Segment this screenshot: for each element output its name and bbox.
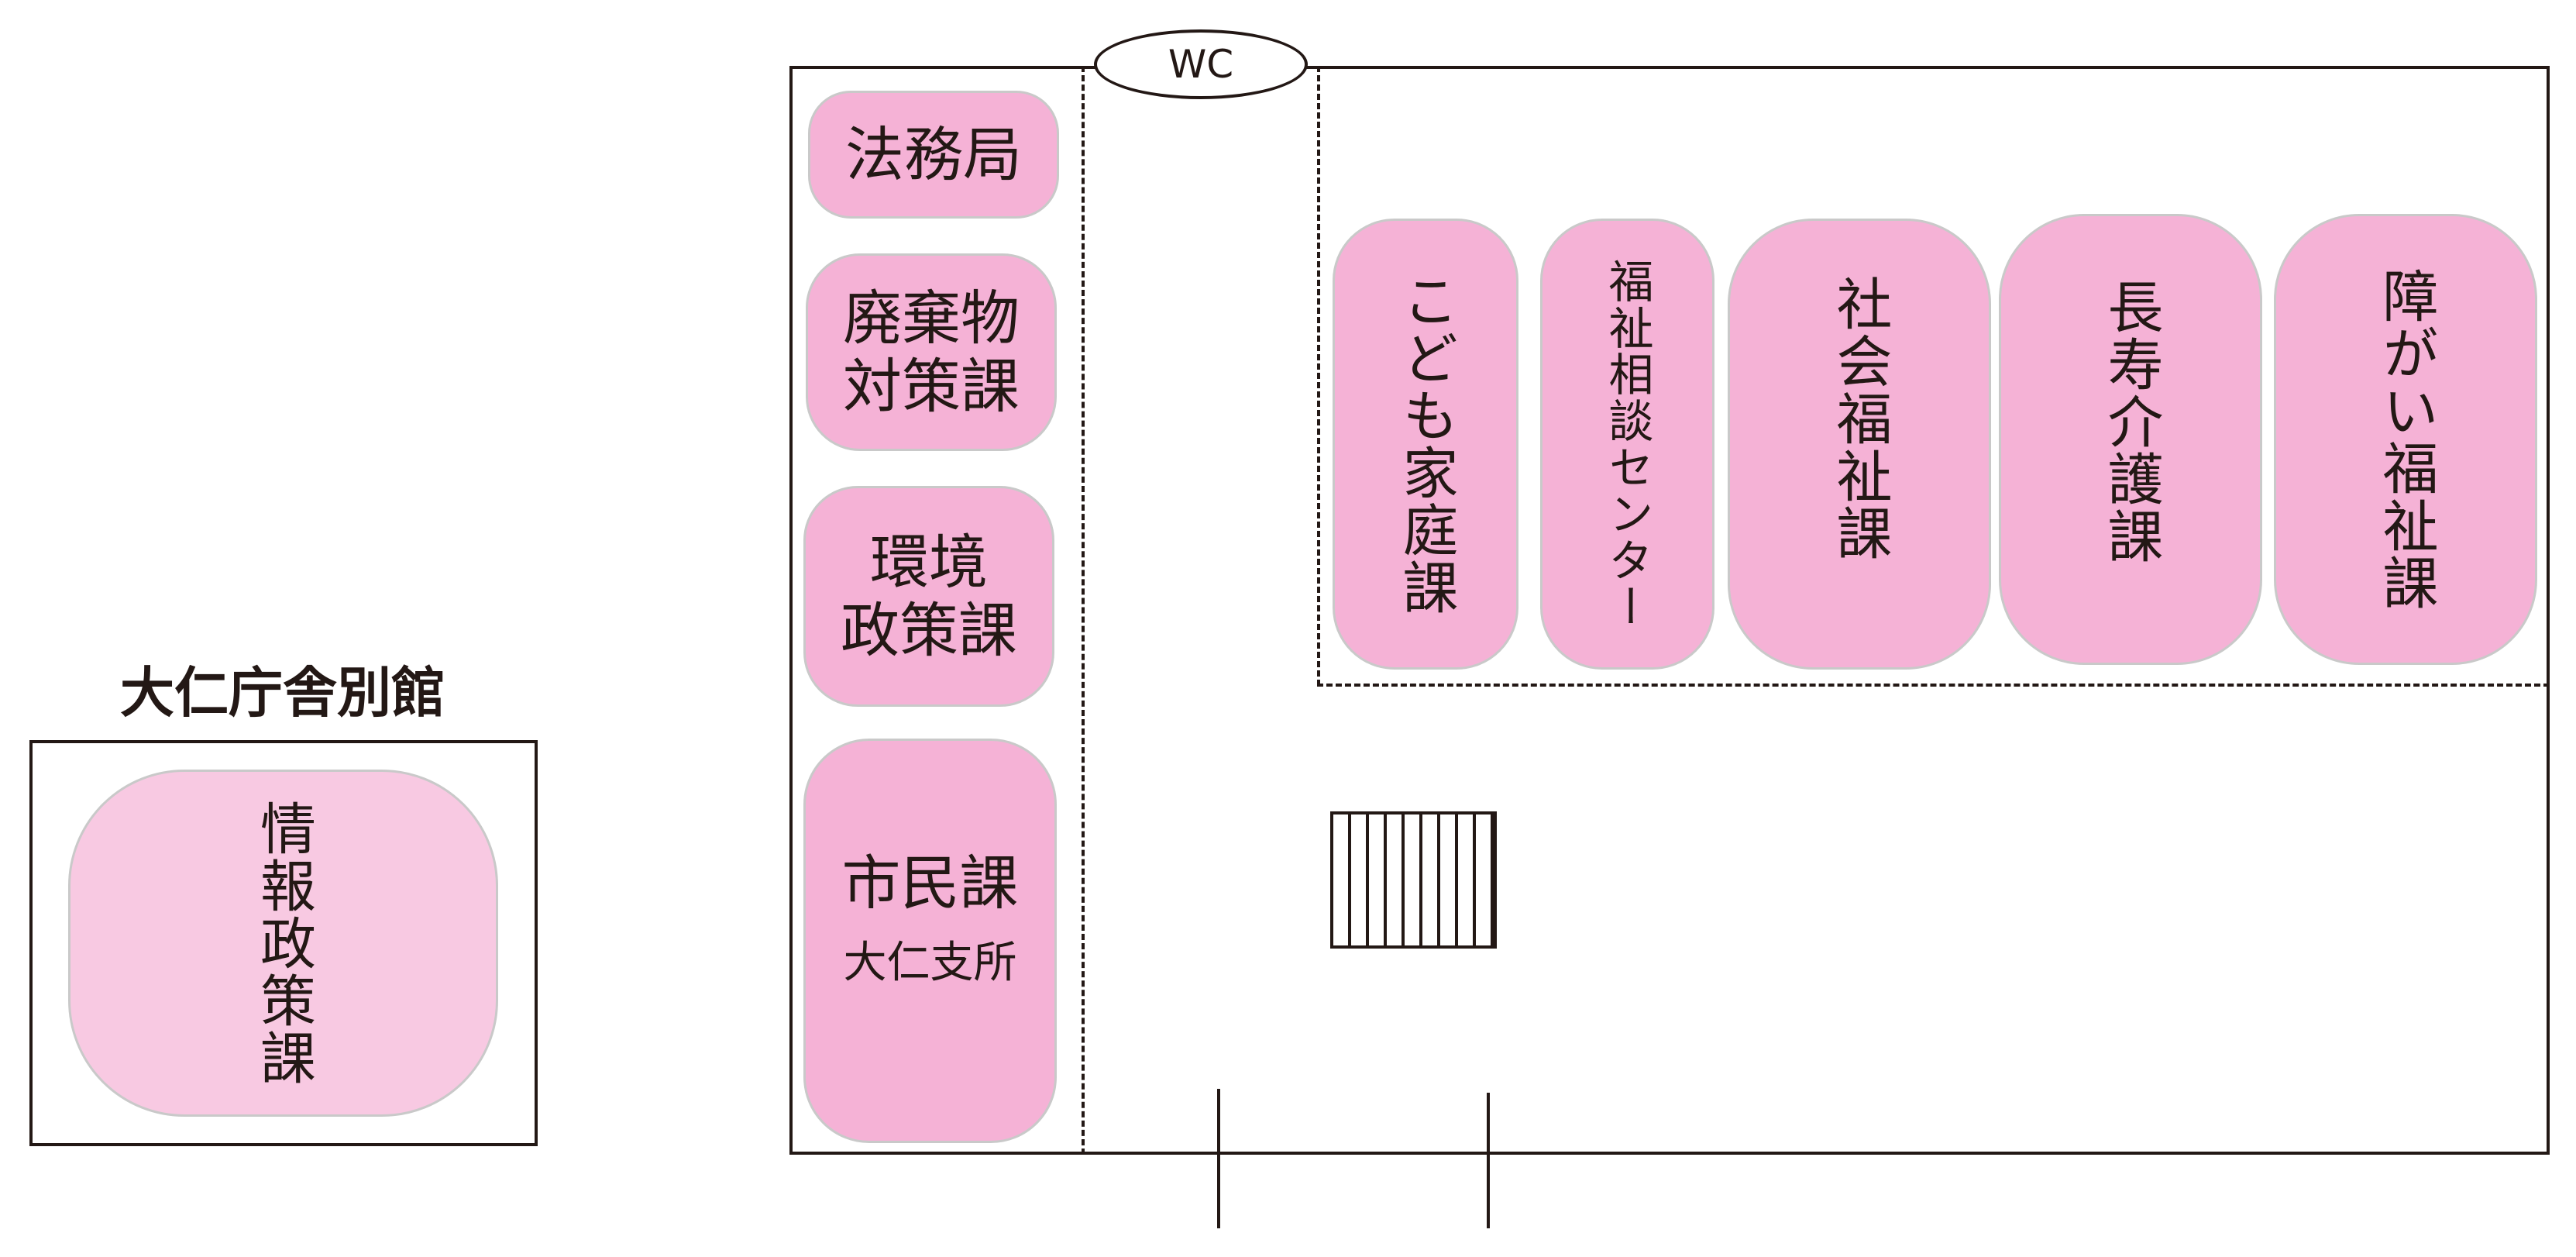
room-waste-management[interactable]: 廃棄物 対策課 bbox=[806, 253, 1057, 451]
main-building bbox=[789, 66, 2550, 1155]
room-longevity-care[interactable]: 長寿介護課 bbox=[1999, 214, 2262, 665]
room-citizens-division-label: 市民課 bbox=[841, 849, 1019, 918]
annex-room-label: 情報政策課 bbox=[250, 800, 316, 1087]
annex-building bbox=[29, 740, 538, 1146]
room-child-family[interactable]: こども家庭課 bbox=[1333, 219, 1518, 670]
annex-room-info-policy[interactable]: 情報政策課 bbox=[68, 770, 498, 1117]
corridor-line-right bbox=[1317, 66, 1320, 686]
room-welfare-consultation[interactable]: 福祉相談センター bbox=[1540, 219, 1714, 670]
welfare-area-boundary bbox=[1317, 684, 2550, 687]
room-welfare-consultation-label: 福祉相談センター bbox=[1601, 258, 1654, 630]
room-longevity-care-label: 長寿介護課 bbox=[2098, 278, 2163, 565]
room-waste-management-label: 廃棄物 対策課 bbox=[843, 284, 1020, 421]
room-social-welfare-label: 社会福祉課 bbox=[1827, 275, 1892, 562]
room-social-welfare[interactable]: 社会福祉課 bbox=[1728, 219, 1991, 670]
room-legal-affairs-label: 法務局 bbox=[845, 119, 1022, 189]
wc-label: WC bbox=[1168, 42, 1234, 87]
room-environment-policy-label: 環境 政策課 bbox=[841, 528, 1017, 665]
room-citizens-division[interactable]: 市民課 大仁支所 bbox=[803, 739, 1057, 1143]
entrance-line-left bbox=[1217, 1089, 1220, 1228]
annex-title: 大仁庁舎別館 bbox=[120, 661, 445, 725]
room-citizens-division-sublabel: 大仁支所 bbox=[843, 938, 1017, 989]
room-environment-policy[interactable]: 環境 政策課 bbox=[803, 486, 1054, 707]
stairs-icon bbox=[1330, 811, 1497, 949]
wc-restroom[interactable]: WC bbox=[1094, 29, 1308, 99]
room-disability-welfare-label: 障がい福祉課 bbox=[2373, 267, 2438, 611]
corridor-line-left bbox=[1082, 66, 1085, 1155]
room-disability-welfare[interactable]: 障がい福祉課 bbox=[2274, 214, 2537, 665]
room-child-family-label: こども家庭課 bbox=[1393, 272, 1458, 616]
room-legal-affairs[interactable]: 法務局 bbox=[808, 91, 1059, 219]
entrance-line-right bbox=[1487, 1093, 1490, 1228]
